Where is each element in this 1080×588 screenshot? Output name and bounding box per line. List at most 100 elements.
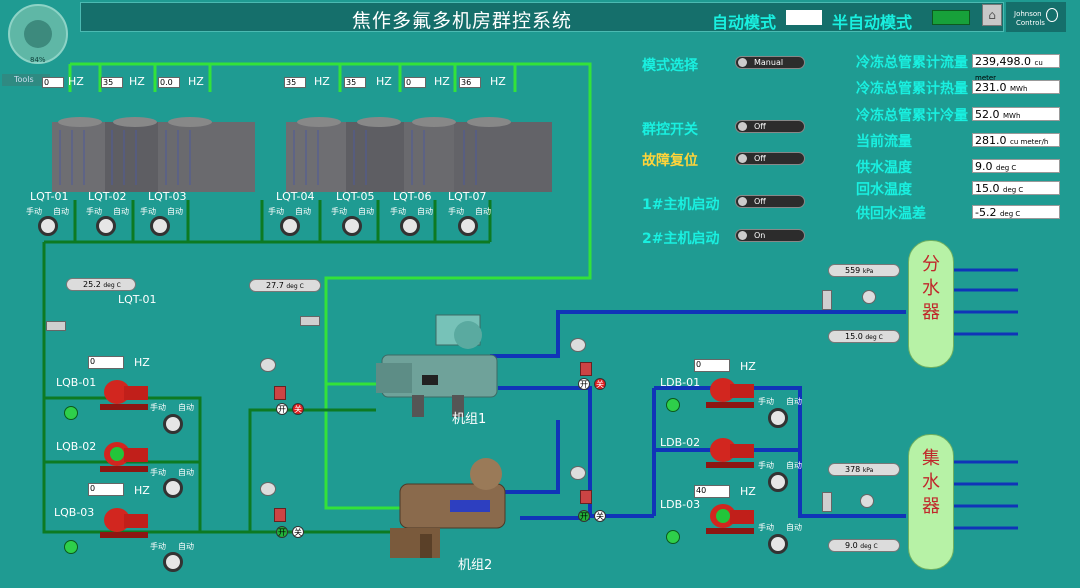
nav-widget[interactable]: 84% <box>2 0 76 74</box>
pump-name: LDB-02 <box>660 436 701 449</box>
stat-value: 52.0 MWh <box>972 107 1060 121</box>
supply-header-tank: 分 水 器 <box>908 240 954 368</box>
auto-label: 自动 <box>178 403 194 412</box>
actuator-icon <box>570 466 586 480</box>
home-icon: ⌂ <box>988 8 996 22</box>
pump-run-status <box>666 398 680 412</box>
valve-close-indicator[interactable]: 关 <box>292 403 304 415</box>
johnson-controls-logo: Johnson Controls <box>1006 2 1066 32</box>
stat-label: 冷冻总管累计热量 <box>856 81 968 97</box>
actuator-icon <box>260 358 276 372</box>
chiller2-start-toggle[interactable]: On <box>735 229 805 242</box>
pump-mode-knob[interactable] <box>163 478 183 498</box>
valve-close-indicator[interactable]: 关 <box>594 378 606 390</box>
manual-label: 手动 <box>268 207 284 216</box>
valve-close-indicator[interactable]: 关 <box>292 526 304 538</box>
stat-label: 冷冻总管累计冷量 <box>856 108 968 124</box>
mode-select-switch[interactable]: Manual <box>735 56 805 69</box>
auto-label: 自动 <box>417 207 433 216</box>
tower-mode-knob[interactable] <box>458 216 478 236</box>
tower-mode-knob[interactable] <box>342 216 362 236</box>
chiller-2-icon <box>390 458 506 558</box>
auto-label: 自动 <box>786 461 802 470</box>
pump-hz-input[interactable]: 0 <box>88 483 124 496</box>
tower-mode-knob[interactable] <box>96 216 116 236</box>
hz-unit: HZ <box>376 75 392 88</box>
manual-label: 手动 <box>331 207 347 216</box>
pump-run-status <box>64 540 78 554</box>
auto-label: 自动 <box>295 207 311 216</box>
hz-unit: HZ <box>129 75 145 88</box>
pump-mode-knob[interactable] <box>768 534 788 554</box>
auto-label: 自动 <box>178 542 194 551</box>
valve-body-icon <box>580 362 592 376</box>
chiller1-start-toggle[interactable]: Off <box>735 195 805 208</box>
tower-mode-knob[interactable] <box>400 216 420 236</box>
mode-select-label: 模式选择 <box>642 58 698 74</box>
valve-close-indicator[interactable]: 关 <box>594 510 606 522</box>
fault-reset-toggle[interactable]: Off <box>735 152 805 165</box>
pump-mode-knob[interactable] <box>768 408 788 428</box>
hz-unit: HZ <box>188 75 204 88</box>
auto-mode-label: 自动模式 <box>712 13 777 32</box>
tower-hz-input[interactable]: 35 <box>284 77 306 88</box>
chiller-1-icon <box>376 314 498 417</box>
valve-open-indicator[interactable]: 开 <box>276 526 288 538</box>
group-switch-toggle[interactable]: Off <box>735 120 805 133</box>
auto-mode-indicator <box>786 10 822 25</box>
pump-mode-knob[interactable] <box>163 414 183 434</box>
pressure-gauge-icon <box>860 494 874 508</box>
pump-icon <box>98 436 150 476</box>
manual-label: 手动 <box>26 207 42 216</box>
pump-mode-knob[interactable] <box>768 472 788 492</box>
temperature-sensor-readout: 25.2 deg C <box>66 278 136 291</box>
tower-mode-knob[interactable] <box>150 216 170 236</box>
semi-auto-mode-label: 半自动模式 <box>832 13 913 32</box>
home-button[interactable]: ⌂ <box>982 4 1002 26</box>
tower-name: LQT-04 <box>276 190 315 203</box>
zoom-level: 84% <box>30 56 46 64</box>
pump-name: LQB-03 <box>54 506 95 519</box>
pump-hz-input[interactable]: 0 <box>694 359 730 372</box>
page-title: 焦作多氟多机房群控系统 <box>352 10 573 32</box>
tower-name: LQT-05 <box>336 190 375 203</box>
valve-open-indicator[interactable]: 开 <box>276 403 288 415</box>
navigation-ring-icon[interactable] <box>8 4 68 64</box>
valve-open-indicator[interactable]: 开 <box>578 510 590 522</box>
temperature-probe-icon <box>300 316 320 326</box>
manual-label: 手动 <box>448 207 464 216</box>
tools-button[interactable]: Tools <box>2 74 50 86</box>
hz-unit: HZ <box>740 360 756 373</box>
stat-value: 15.0 deg C <box>972 181 1060 195</box>
valve-open-indicator[interactable]: 开 <box>578 378 590 390</box>
temperature-probe-icon <box>46 321 66 331</box>
sensor-location-label: LQT-01 <box>118 293 157 306</box>
tower-hz-input[interactable]: 0 <box>42 77 64 88</box>
tower-hz-input[interactable]: 0 <box>404 77 426 88</box>
hz-unit: HZ <box>490 75 506 88</box>
pump-icon <box>704 372 756 412</box>
pressure-gauge-icon <box>862 290 876 304</box>
temperature-sensor-readout: 9.0 deg C <box>828 539 900 552</box>
pressure-sensor-readout: 378 kPa <box>828 463 900 476</box>
pump-hz-input[interactable]: 40 <box>694 485 730 498</box>
tower-hz-input[interactable]: 35 <box>344 77 366 88</box>
cooling-towers-group-1 <box>52 117 255 192</box>
pump-run-status <box>64 406 78 420</box>
hz-unit: HZ <box>134 356 150 369</box>
tower-hz-input[interactable]: 36 <box>459 77 481 88</box>
actuator-icon <box>570 338 586 352</box>
tower-mode-knob[interactable] <box>280 216 300 236</box>
pump-hz-input[interactable]: 0 <box>88 356 124 369</box>
tower-mode-knob[interactable] <box>38 216 58 236</box>
tower-hz-input[interactable]: 35 <box>101 77 123 88</box>
pump-icon <box>98 502 150 542</box>
auto-label: 自动 <box>786 397 802 406</box>
pump-mode-knob[interactable] <box>163 552 183 572</box>
tower-name: LQT-06 <box>393 190 432 203</box>
manual-label: 手动 <box>758 461 774 470</box>
tower-hz-input[interactable]: 0.0 <box>158 77 180 88</box>
temperature-sensor-readout: 27.7 deg C <box>249 279 321 292</box>
pump-icon <box>704 498 756 538</box>
